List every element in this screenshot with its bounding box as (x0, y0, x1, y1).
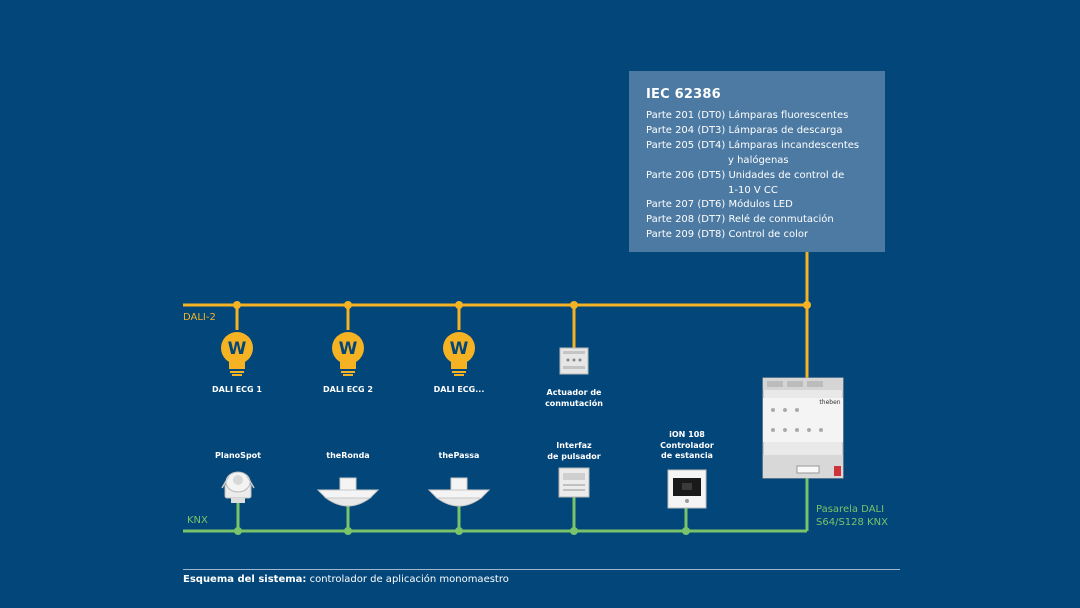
ion-label-line: Controlador (660, 440, 714, 450)
theronda-sensor-icon (316, 477, 380, 507)
thepassa-label: thePassa (438, 451, 480, 460)
dali-node (803, 301, 811, 309)
iec-title: IEC 62386 (646, 87, 721, 102)
actuator-label: Actuador de conmutación (519, 388, 629, 409)
actuator-label-line: Actuador de (546, 388, 602, 397)
interface-label-line: de pulsador (547, 451, 601, 461)
dali-bus-label: DALI-2 (183, 312, 216, 323)
ion-label: iON 108 Controlador de estancia (632, 430, 742, 462)
diagram-caption: Esquema del sistema: controlador de apli… (183, 574, 509, 585)
dali-node (455, 301, 463, 309)
ion-label-line: de estancia (661, 451, 713, 460)
dali-gateway-device-icon (762, 377, 844, 479)
iec-line: Parte 204 (DT3) Lámparas de descarga (646, 124, 843, 136)
svg-text:W: W (228, 339, 247, 359)
iec-line: Parte 207 (DT6) Módulos LED (646, 199, 793, 211)
iec-line: y halógenas (728, 154, 789, 166)
gateway-label-line: Pasarela DALI (816, 504, 885, 515)
iec-line: Parte 206 (DT5) Unidades de control de (646, 169, 845, 181)
gateway-label: Pasarela DALI S64/S128 KNX (816, 503, 888, 529)
thepassa-sensor-icon (427, 477, 491, 507)
interface-label-line: Interfaz (556, 441, 592, 450)
svg-text:W: W (339, 339, 358, 359)
bulb-icon: W (443, 332, 475, 376)
planospot-sensor-icon (221, 471, 255, 503)
knx-node (234, 527, 242, 535)
gateway-label-line: S64/S128 KNX (816, 517, 888, 528)
iec-62386-box: IEC 62386 Parte 201 (DT0) Lámparas fluor… (629, 71, 885, 252)
bulb-icon: W (332, 332, 364, 376)
dali-node (233, 301, 241, 309)
knx-node (682, 527, 690, 535)
caption-divider (183, 569, 900, 570)
gateway-brand-label: theben (819, 399, 840, 406)
iec-line: Parte 208 (DT7) Relé de conmutación (646, 214, 834, 226)
theronda-label: theRonda (326, 451, 370, 460)
dali-node (570, 301, 578, 309)
planospot-label: PlanoSpot (214, 451, 261, 460)
svg-text:W: W (450, 339, 469, 359)
bulb-icon: W (221, 332, 253, 376)
actuator-device-icon (559, 347, 589, 375)
actuator-label-line: conmutación (545, 398, 603, 408)
iec-line: Parte 209 (DT8) Control de color (646, 229, 809, 241)
iec-line: Parte 201 (DT0) Lámparas fluorescentes (646, 110, 849, 121)
interface-label: Interfaz de pulsador (519, 441, 629, 462)
caption-text: controlador de aplicación monomaestro (306, 574, 509, 585)
ion-controller-icon (667, 469, 707, 509)
dali-ecg2-label: DALI ECG 2 (323, 385, 373, 394)
iec-line: 1-10 V CC (728, 184, 778, 196)
pushbutton-interface-icon (558, 467, 590, 498)
knx-node (570, 527, 578, 535)
knx-bus-label: KNX (187, 515, 208, 526)
caption-bold: Esquema del sistema: (183, 574, 307, 585)
ion-label-line: iON 108 (669, 430, 705, 439)
dali-ecg3-label: DALI ECG... (433, 385, 485, 394)
knx-node (455, 527, 463, 535)
dali-node (344, 301, 352, 309)
dali-ecg1-label: DALI ECG 1 (212, 385, 262, 394)
knx-node (344, 527, 352, 535)
iec-line: Parte 205 (DT4) Lámparas incandescentes (646, 139, 860, 151)
